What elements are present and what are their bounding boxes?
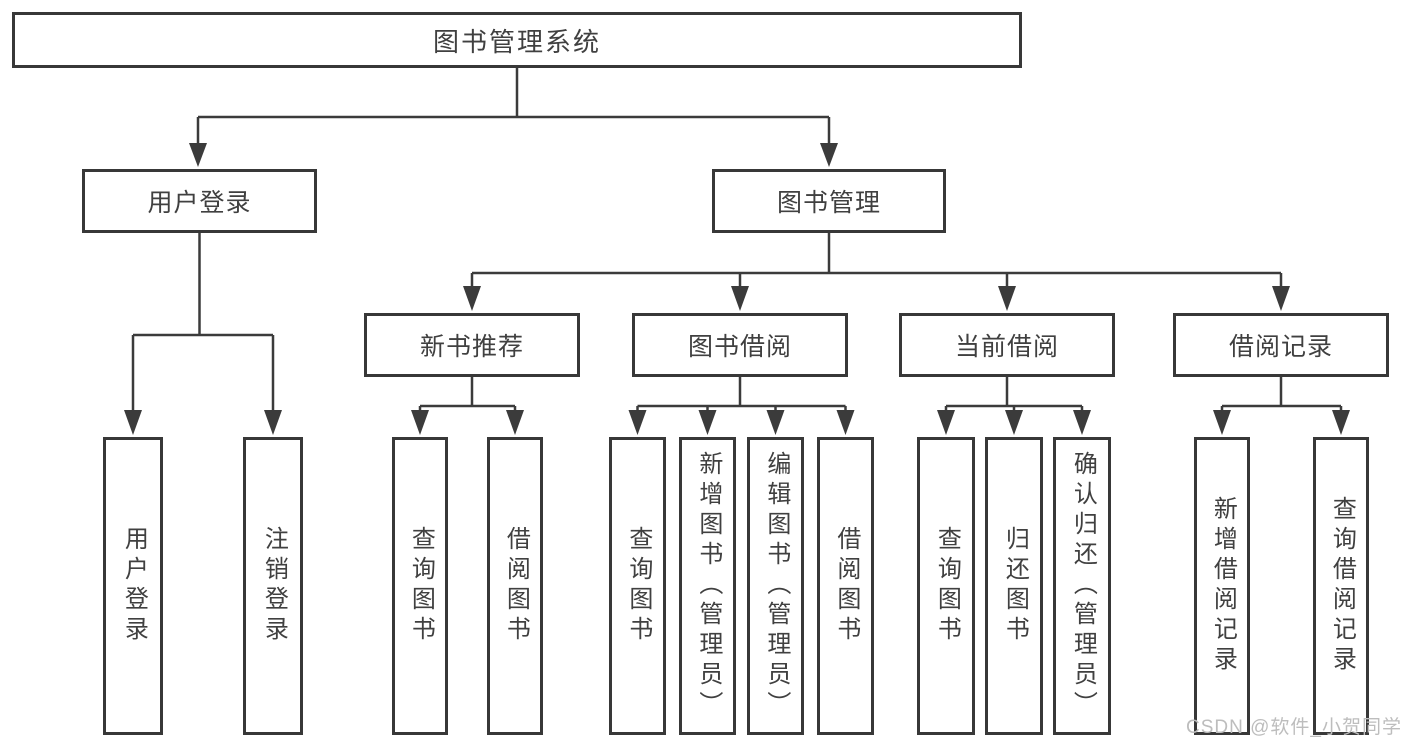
node-label: 当前借阅 [954,333,1059,361]
node-label: 注销登录 [260,526,288,646]
node-label: 新增借阅记录 [1209,496,1237,676]
node-label: 新书推荐 [419,333,524,361]
node-label: 编辑图书（管理员） [762,451,790,721]
leaf-add-books-admin: 新增图书（管理员） [679,437,736,735]
node-new-book-recommendation: 新书推荐 [364,313,580,377]
node-label: 查询图书 [624,526,652,646]
node-label: 新增图书（管理员） [694,451,722,721]
leaf-user-login: 用户登录 [103,437,163,735]
leaf-logout: 注销登录 [243,437,303,735]
node-label: 查询借阅记录 [1328,496,1356,676]
node-label: 查询图书 [407,526,435,646]
node-label: 借阅图书 [832,526,860,646]
leaf-search-borrow-record: 查询借阅记录 [1313,437,1369,735]
node-current-borrowing: 当前借阅 [899,313,1115,377]
leaf-search-books-current: 查询图书 [917,437,975,735]
node-user-login: 用户登录 [82,169,317,233]
node-label: 用户登录 [120,526,148,646]
leaf-add-borrow-record: 新增借阅记录 [1194,437,1250,735]
arrowheads [124,143,1350,435]
leaf-borrow-books-recommend: 借阅图书 [487,437,543,735]
leaf-search-books-recommend: 查询图书 [392,437,448,735]
node-label: 借阅记录 [1228,333,1333,361]
node-label: 图书管理系统 [432,26,601,57]
leaf-borrow-books: 借阅图书 [817,437,874,735]
node-book-borrowing: 图书借阅 [632,313,848,377]
leaf-search-books-borrowing: 查询图书 [609,437,666,735]
node-label: 用户登录 [147,189,252,217]
node-book-management: 图书管理 [712,169,946,233]
node-label: 图书管理 [776,189,881,217]
node-borrowing-records: 借阅记录 [1173,313,1389,377]
leaf-edit-books-admin: 编辑图书（管理员） [747,437,804,735]
node-label: 图书借阅 [687,333,792,361]
leaf-confirm-return-admin: 确认归还（管理员） [1053,437,1111,735]
leaf-return-books: 归还图书 [985,437,1043,735]
csdn-watermark: CSDN @软件_小贺同学 [1186,717,1402,738]
node-label: 确认归还（管理员） [1069,451,1097,721]
node-library-management-system: 图书管理系统 [12,12,1022,68]
node-label: 查询图书 [933,526,961,646]
node-label: 借阅图书 [502,526,530,646]
node-label: 归还图书 [1001,526,1029,646]
